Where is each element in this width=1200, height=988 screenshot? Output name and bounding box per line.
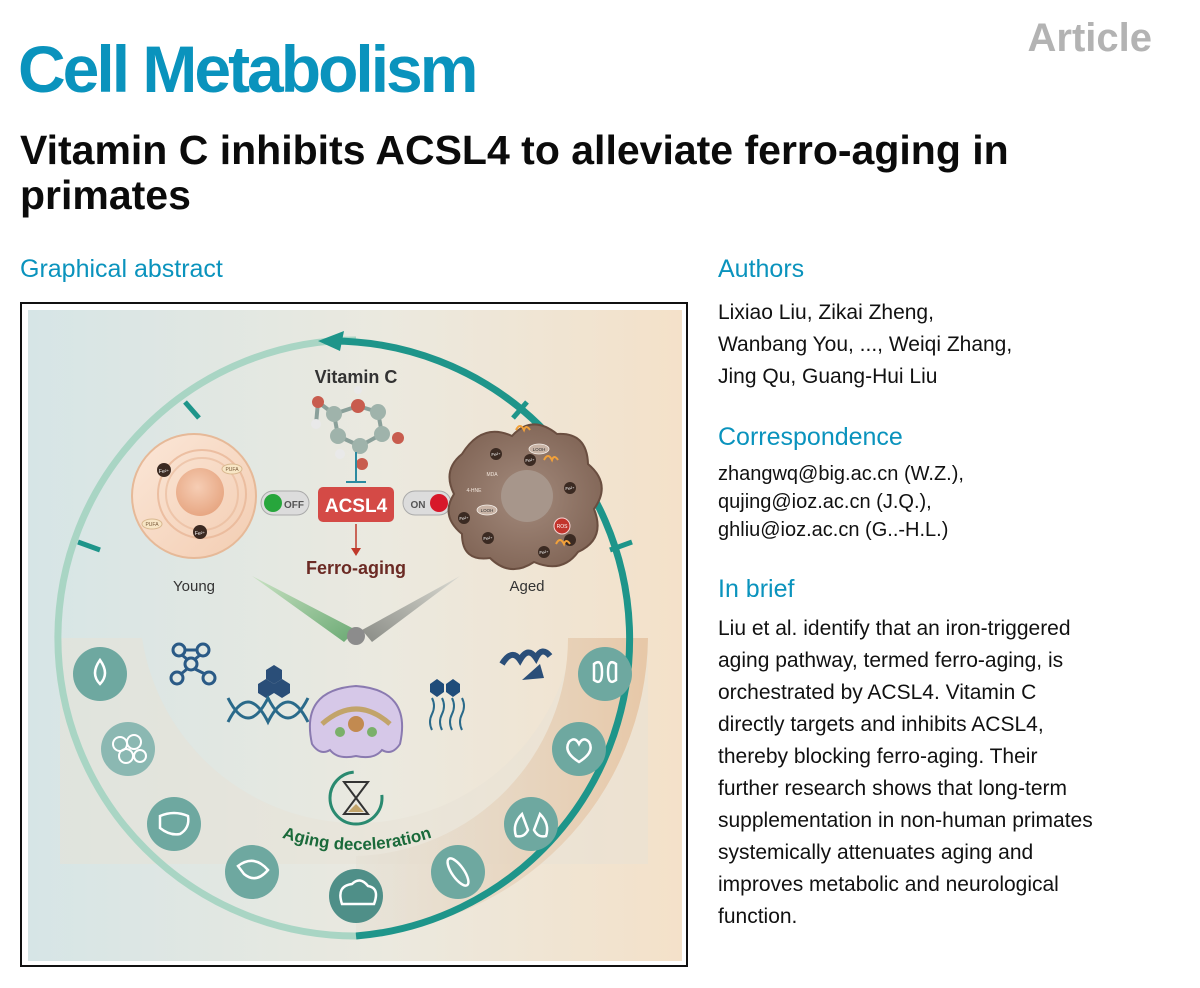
authors-line: Jing Qu, Guang-Hui Liu: [718, 365, 938, 388]
clock-hand-right: [362, 576, 460, 642]
clock-tick: [77, 539, 101, 553]
in-brief-line: improves metabolic and neurological: [718, 873, 1059, 896]
clock-ring-right: [331, 337, 634, 940]
off-label: OFF: [284, 500, 304, 511]
kidney-icon: [578, 647, 632, 701]
correspondence-email[interactable]: zhangwq@big.ac.cn (W.Z.),: [718, 463, 964, 485]
acsl4-box: [318, 487, 394, 522]
article-type-label: Article: [1027, 16, 1153, 60]
correspondence-list: zhangwq@big.ac.cn (W.Z.), qujing@ioz.ac.…: [718, 460, 1178, 544]
lipid-bilayer-icon: [429, 679, 465, 731]
dna-hexagon-icon: [226, 665, 310, 726]
aged-cell-label: MDA: [486, 472, 498, 478]
aged-cell-label: Fe²⁺: [459, 516, 469, 521]
aged-cell-label: 4-HNE: [466, 488, 482, 494]
aged-cell-label: Fe²⁺: [525, 458, 535, 463]
authors-heading: Authors: [718, 255, 805, 283]
authors-list: Lixiao Liu, Zikai Zheng, Wanbang You, ..…: [718, 297, 1178, 393]
graphical-abstract-svg: Vitamin C: [28, 310, 682, 961]
clock-arrow-icon: [318, 331, 344, 351]
in-brief-line: function.: [718, 905, 798, 928]
clock-hand-left: [252, 576, 358, 642]
in-brief-line: Liu et al. identify that an iron-trigger…: [718, 617, 1071, 640]
brain-icon: [329, 869, 383, 923]
young-label: Young: [173, 578, 215, 595]
correspondence-email[interactable]: ghliu@ioz.ac.cn (G..-H.L.): [718, 519, 949, 541]
in-brief-line: directly targets and inhibits ACSL4,: [718, 713, 1044, 736]
molecule-network-icon: [169, 642, 217, 686]
right-band: [356, 638, 648, 934]
clock-tick: [511, 400, 529, 420]
acsl4-label: ACSL4: [325, 496, 388, 517]
young-cell-label: Fe²⁺: [159, 469, 170, 475]
cells-icon: [101, 722, 155, 776]
brain-section-icon: [308, 684, 404, 759]
clock-center: [347, 627, 365, 645]
aged-cell-label: ROS: [557, 524, 569, 530]
in-brief-line: orchestrated by ACSL4. Vitamin C: [718, 681, 1037, 704]
in-brief-line: thereby blocking ferro-aging. Their: [718, 745, 1038, 768]
journal-name: Cell Metabolism: [18, 32, 478, 106]
young-cell-label: PUFA: [145, 522, 159, 528]
hourglass-icon: [328, 770, 384, 826]
liver-icon: [147, 797, 201, 851]
off-toggle: OFF: [260, 490, 310, 516]
pancreas-icon: [225, 845, 279, 899]
ferro-aging-label: Ferro-aging: [306, 558, 406, 578]
aged-cell: Fe²⁺ LOOH MDA 4-HNE Fe²⁺ LOOH Fe²⁺ ROS F…: [447, 423, 603, 570]
in-brief-line: aging pathway, termed ferro-aging, is: [718, 649, 1064, 672]
aged-cell-label: Fe²⁺: [483, 536, 493, 541]
clock-tick: [609, 539, 633, 553]
heart-icon: [552, 722, 606, 776]
aged-label: Aged: [509, 578, 544, 595]
ferro-arrow-head: [351, 548, 361, 556]
article-title: Vitamin C inhibits ACSL4 to alleviate fe…: [20, 127, 1009, 218]
authors-line: Lixiao Liu, Zikai Zheng,: [718, 301, 934, 324]
protein-helix-icon: [499, 648, 553, 680]
in-brief-line: supplementation in non-human primates: [718, 809, 1093, 832]
aged-cell-label: Fe²⁺: [565, 486, 575, 491]
in-brief-line: further research shows that long-term: [718, 777, 1067, 800]
clock-ring-left: [54, 336, 357, 940]
in-brief-text: Liu et al. identify that an iron-trigger…: [718, 613, 1188, 933]
aged-cell-label: LOOH: [481, 508, 494, 513]
graphical-abstract-heading: Graphical abstract: [20, 255, 223, 283]
correspondence-heading: Correspondence: [718, 423, 903, 451]
clock-tick: [183, 400, 201, 420]
graphical-abstract-figure: Vitamin C: [20, 302, 688, 967]
correspondence-email[interactable]: qujing@ioz.ac.cn (J.Q.),: [718, 491, 932, 513]
aged-cell-label: Fe²⁺: [491, 452, 501, 457]
aged-cell-label: Fe²⁺: [539, 550, 549, 555]
on-toggle: ON: [402, 490, 452, 516]
on-label: ON: [411, 500, 426, 511]
young-cell: Fe²⁺ PUFA PUFA Fe²⁺: [131, 433, 257, 559]
vitamin-c-molecule-icon: [311, 386, 404, 470]
muscle-icon: [431, 845, 485, 899]
authors-line: Wanbang You, ..., Weiqi Zhang,: [718, 333, 1013, 356]
in-brief-line: systemically attenuates aging and: [718, 841, 1034, 864]
lung-icon: [504, 797, 558, 851]
young-cell-label: PUFA: [225, 467, 239, 473]
in-brief-heading: In brief: [718, 575, 795, 603]
young-cell-label: Fe²⁺: [195, 531, 206, 537]
vitamin-c-label: Vitamin C: [315, 367, 398, 387]
aged-cell-label: LOOH: [533, 447, 546, 452]
drop-icon: [73, 647, 127, 701]
